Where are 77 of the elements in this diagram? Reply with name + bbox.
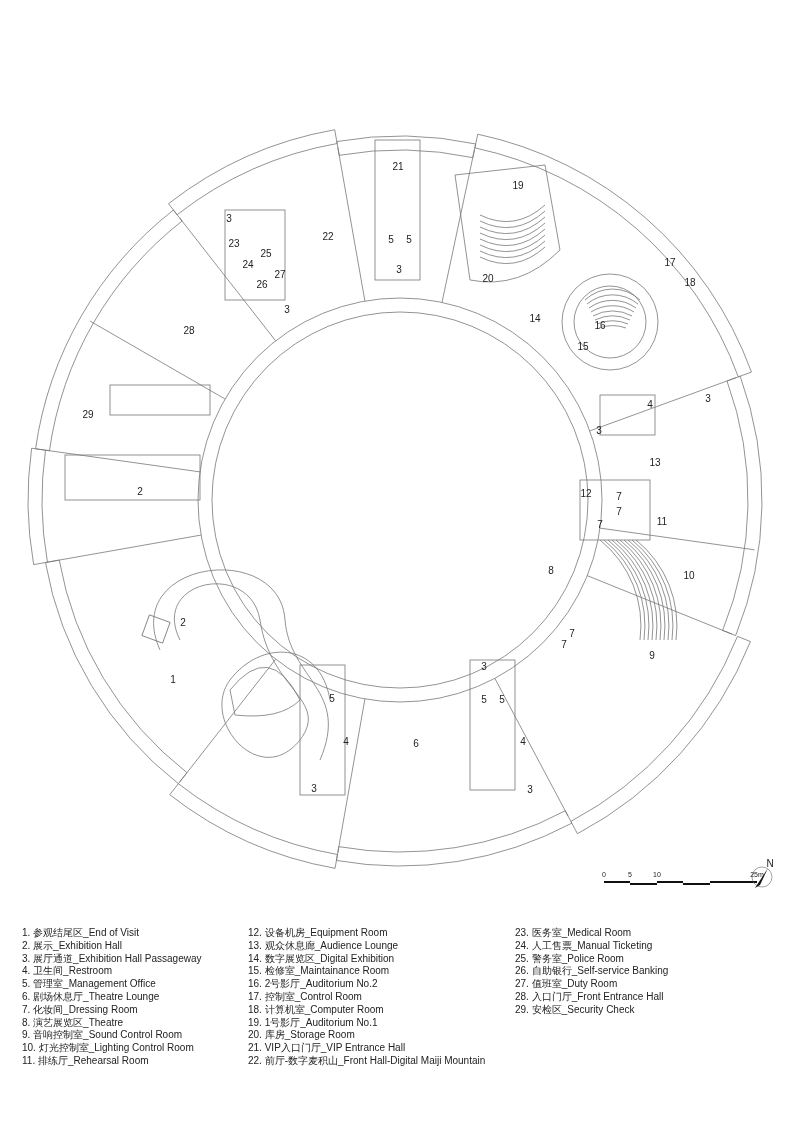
room-number: 2 [180,618,186,628]
legend-item: 4. 卫生间_Restroom [22,966,113,977]
legend-item: 21. VIP入口门厅_VIP Entrance Hall [248,1043,406,1054]
room-number: 1 [170,675,176,685]
room-number: 3 [596,426,602,436]
legend-item: 15. 检修室_Maintainance Room [248,966,390,977]
legend-item: 1. 参观结尾区_End of Visit [22,928,140,938]
legend-item: 5. 管理室_Management Office [22,979,156,990]
legend-item: 9. 音响控制室_Sound Control Room [22,1030,183,1041]
legend-item: 2. 展示_Exhibition Hall [22,940,123,951]
legend-item: 24. 人工售票_Manual Ticketing [515,940,653,951]
room-number: 19 [512,181,524,191]
legend-item: 19. 1号影厅_Auditorium No.1 [248,1017,378,1028]
room-number: 7 [616,507,622,517]
room-number: 3 [527,785,533,795]
room-number: 24 [242,260,254,270]
room-number: 4 [647,400,653,410]
legend-item: 28. 入口门厅_Front Entrance Hall [515,992,664,1002]
room-number: 23 [228,239,240,249]
legend-item: 14. 数字展览区_Digital Exhibition [248,953,395,964]
room-number: 3 [226,214,232,224]
room-number: 3 [311,784,317,794]
room-number: 25 [260,249,272,259]
room-number: 27 [274,270,286,280]
legend-item: 22. 前厅-数字麦积山_Front Hall-Digital Maiji Mountain [248,1056,486,1066]
room-number: 7 [616,492,622,502]
legend-item: 20. 库房_Storage Room [248,1030,355,1041]
room-number: 3 [396,265,402,275]
legend-item: 18. 计算机室_Computer Room [248,1004,384,1015]
room-number: 5 [406,235,412,245]
room-number: 11 [656,517,668,527]
room-number: 21 [392,162,404,172]
legend-item: 11. 排练厅_Rehearsal Room [22,1056,149,1066]
room-number: 10 [683,571,695,581]
room-number: 17 [664,258,676,268]
room-number: 3 [284,305,290,315]
legend-item: 13. 观众休息廊_Audience Lounge [248,940,399,951]
room-number: 29 [82,410,94,420]
room-number: 5 [329,694,335,704]
room-number: 5 [499,695,505,705]
legend-item: 12. 设备机房_Equipment Room [248,928,388,938]
room-number: 12 [580,489,592,499]
room-number: 3 [705,394,711,404]
room-number: 7 [569,629,575,639]
room-number: 8 [548,566,554,576]
legend-item: 17. 控制室_Control Room [248,992,362,1002]
room-number: 5 [388,235,394,245]
legend-item: 26. 自助银行_Self-service Banking [515,966,669,977]
room-number: 7 [597,520,603,530]
room-number: 4 [343,737,349,747]
legend-item: 25. 警务室_Police Room [515,953,624,964]
legend-item: 27. 值班室_Duty Room [515,979,618,990]
legend-item: 3. 展厅通道_Exhibition Hall Passageway [22,953,202,964]
room-number: 2 [137,487,143,497]
room-number: 4 [520,737,526,747]
room-number: 15 [577,342,589,352]
room-number: 14 [529,314,541,324]
legend-item: 8. 演艺展览区_Theatre [22,1017,124,1028]
room-number: 26 [256,280,268,290]
legend-item: 16. 2号影厅_Auditorium No.2 [248,979,378,990]
legend-item: 29. 安检区_Security Check [515,1004,635,1015]
north-label: N [766,859,774,869]
room-number: 28 [183,326,195,336]
legend-item: 7. 化妆间_Dressing Room [22,1004,138,1015]
room-number: 5 [481,695,487,705]
room-number: 22 [322,232,334,242]
legend-item: 10. 灯光控制室_Lighting Control Room [22,1043,194,1054]
room-number: 16 [594,321,606,331]
room-number: 18 [684,278,696,288]
room-number: 3 [481,662,487,672]
room-number: 13 [649,458,661,468]
legend-item: 23. 医务室_Medical Room [515,928,632,938]
room-number: 20 [482,274,494,284]
legend-item: 6. 剧场休息厅_Theatre Lounge [22,992,160,1002]
room-number: 9 [649,651,655,661]
room-number: 7 [561,640,567,650]
room-number: 6 [413,739,419,749]
